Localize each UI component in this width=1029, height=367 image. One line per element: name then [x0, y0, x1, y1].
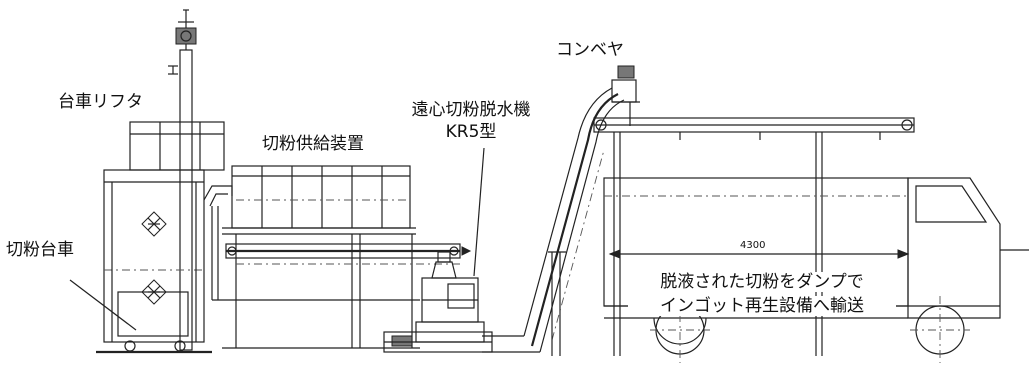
conveyor-label: コンベヤ	[556, 40, 624, 60]
truck-note-line1: 脱液された切粉をダンプで	[628, 272, 896, 292]
dimension-value: 4300	[740, 240, 766, 252]
chip-cart-frame	[96, 169, 212, 354]
centrifuge-leader-line	[473, 147, 485, 277]
chip-feeder-unit	[212, 165, 472, 349]
centrifuge-label-line1: 遠心切粉脱水機	[411, 100, 531, 120]
dimension-line	[608, 249, 910, 259]
chip-cart-label: 切粉台車	[6, 240, 74, 260]
lifter-cage	[129, 121, 225, 171]
knurl-pattern-upper	[141, 211, 167, 237]
chip-feeder-label: 切粉供給装置	[262, 134, 364, 154]
overhead-frame	[593, 117, 915, 356]
truck-note-line2: インゴット再生設備へ輸送	[628, 296, 896, 316]
cart-lifter-label: 台車リフタ	[58, 92, 143, 112]
chip-cart-leader-line	[69, 279, 137, 331]
cart-lifter-mast	[168, 9, 197, 351]
centrifuge-machine	[383, 251, 493, 353]
transfer-duct	[203, 185, 233, 300]
centrifuge-label-line2: KR5型	[445, 122, 497, 142]
